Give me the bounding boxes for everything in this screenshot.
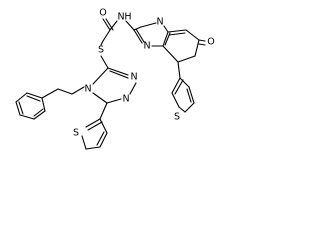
bond-line: [135, 28, 145, 43]
bond-line: [171, 92, 180, 108]
bond-line: [177, 55, 196, 63]
bond-line: [85, 118, 101, 128]
bond-line: [15, 92, 28, 103]
thioether-sulfur-label: S: [98, 45, 104, 56]
bond-line: [109, 20, 118, 31]
pyrimidine-n-bottom-label: N: [143, 41, 150, 52]
bond-line: [106, 98, 122, 104]
bond-line: [107, 67, 129, 76]
bond-line: [99, 102, 108, 120]
bond-line: [41, 88, 59, 99]
bond-line: [171, 77, 181, 94]
bond-line: [41, 97, 46, 112]
bond-line: [133, 29, 143, 44]
bond-line: [162, 45, 179, 63]
bond-line: [18, 101, 24, 115]
bond-line: [33, 108, 44, 117]
bond-line: [133, 26, 142, 31]
bond-line: [26, 92, 43, 99]
bond-line: [162, 31, 169, 47]
amide-hydrogen-label: H: [124, 12, 131, 23]
bond-line: [15, 101, 21, 116]
bond-line: [96, 131, 105, 146]
bond-line: [109, 70, 129, 79]
bond-line: [87, 121, 103, 131]
molecule-diagram: O N H S N N O N N N S S: [15, 8, 215, 150]
bond-line: [100, 55, 109, 69]
amide-nitrogen-label: N: [117, 12, 124, 23]
bond-line: [188, 86, 195, 104]
bond-line: [140, 22, 157, 28]
triazole-n2-label: N: [122, 94, 129, 105]
bond-line: [129, 82, 137, 95]
bond-line: [125, 20, 135, 31]
bond-line: [194, 39, 200, 57]
bond-line: [167, 29, 187, 33]
bond-line: [99, 118, 108, 134]
bond-line: [57, 88, 73, 95]
bond-line: [99, 132, 108, 148]
triazole-n4-label: N: [84, 84, 91, 95]
bond-line: [85, 146, 101, 150]
bond-line: [184, 102, 195, 113]
bond-line: [102, 18, 111, 31]
triazole-n1-label: N: [130, 72, 137, 83]
bond-line: [198, 43, 206, 46]
bond-lines: [15, 18, 206, 150]
bond-line: [92, 67, 109, 85]
bond-line: [102, 29, 111, 42]
bond-line: [100, 40, 104, 46]
pyrimidine-n-top-label: N: [156, 17, 163, 28]
bond-line: [81, 135, 87, 150]
bond-line: [174, 79, 184, 95]
thiophene-sulfur-left-label: S: [73, 128, 79, 139]
bond-line: [179, 77, 190, 88]
atom-labels: O N H S N N O N N N S S: [73, 8, 215, 139]
bond-line: [186, 88, 192, 103]
bond-line: [168, 32, 186, 36]
bond-line: [71, 86, 85, 95]
bond-line: [33, 110, 46, 120]
bond-line: [178, 106, 186, 113]
bond-line: [177, 61, 181, 79]
bond-line: [26, 95, 41, 102]
thiophene-sulfur-right-label: S: [174, 112, 180, 123]
bond-line: [19, 114, 35, 120]
bond-line: [185, 29, 200, 41]
amide-oxygen-label: O: [99, 8, 106, 19]
ketone-oxygen-label: O: [207, 37, 214, 48]
bond-line: [92, 92, 108, 104]
bond-line: [163, 25, 169, 33]
bond-line: [198, 39, 206, 42]
